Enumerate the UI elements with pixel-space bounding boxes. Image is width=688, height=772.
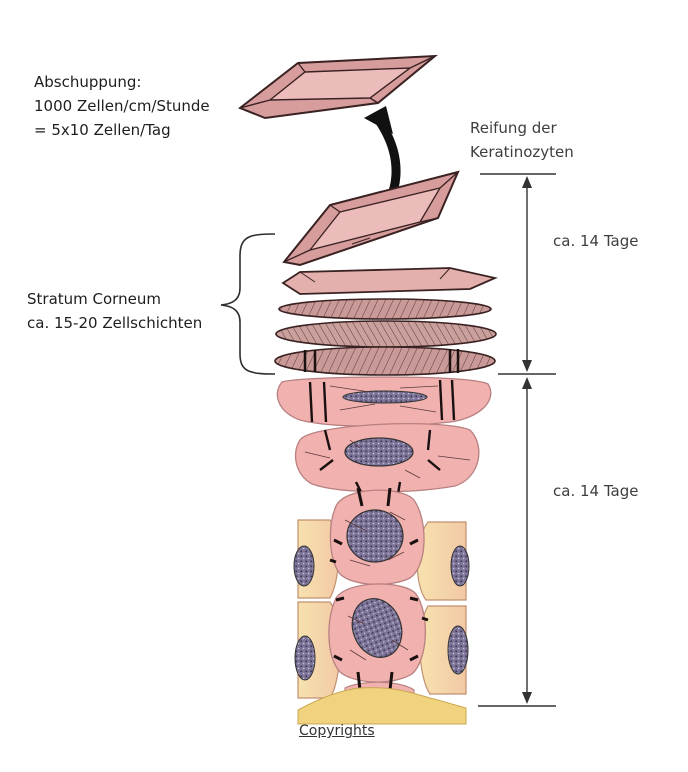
basement-membrane xyxy=(297,687,467,725)
corneum-layer-2 xyxy=(275,320,497,348)
basal-cells xyxy=(293,487,470,699)
maturation-label-line2: Keratinozyten xyxy=(470,143,574,161)
stratum-corneum-title: Stratum Corneum xyxy=(27,290,161,308)
copyright-link[interactable]: Copyrights xyxy=(299,723,375,739)
duration-lower-bracket xyxy=(478,373,556,707)
maturation-label-line1: Reifung der xyxy=(470,119,557,137)
corneum-flake-flat xyxy=(281,267,498,295)
duration-lower-arrow-bottom xyxy=(522,692,532,704)
duration-lower-arrow-top xyxy=(522,377,532,389)
duration-upper-arrow-top xyxy=(522,176,532,188)
corneum-layer-3 xyxy=(274,346,496,376)
shed-flake xyxy=(238,54,438,120)
shedding-rate: 1000 Zellen/cm/Stunde xyxy=(34,97,210,115)
granular-cell xyxy=(276,376,492,427)
stratum-corneum-layers: ca. 15-20 Zellschichten xyxy=(27,314,203,332)
duration-lower-label: ca. 14 Tage xyxy=(553,482,639,500)
duration-upper-bracket xyxy=(480,173,556,366)
corneum-flake-loose xyxy=(282,170,460,267)
duration-upper-arrow-bottom xyxy=(522,360,532,372)
shedding-title: Abschuppung: xyxy=(34,73,142,91)
shedding-per-day: = 5x10 Zellen/Tag xyxy=(34,121,171,139)
duration-upper-label: ca. 14 Tage xyxy=(553,232,639,250)
corneum-layer-1 xyxy=(278,298,492,320)
spinous-cell xyxy=(294,423,480,495)
corneum-brace xyxy=(220,233,276,375)
